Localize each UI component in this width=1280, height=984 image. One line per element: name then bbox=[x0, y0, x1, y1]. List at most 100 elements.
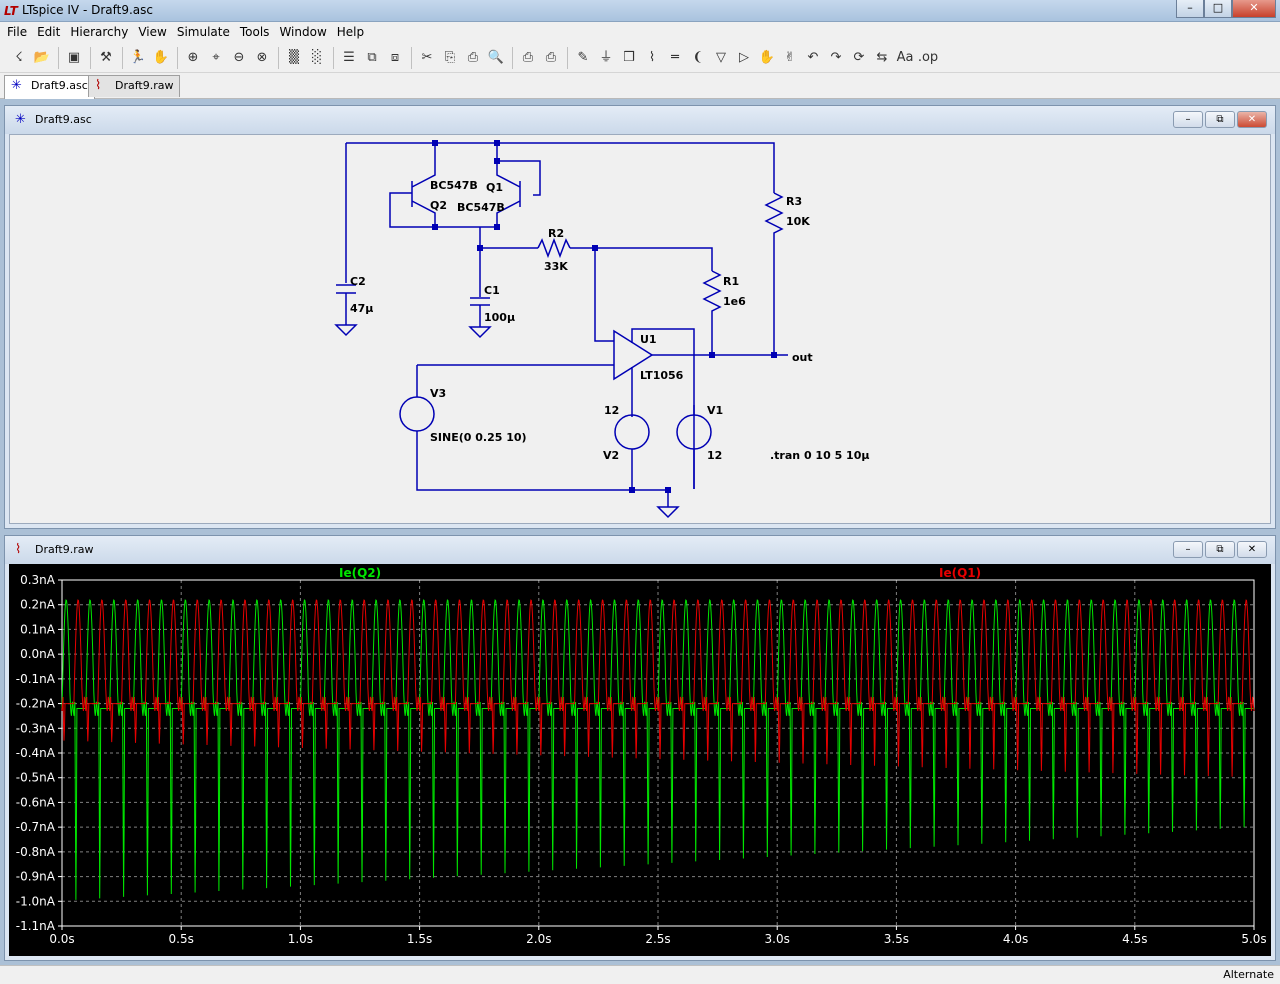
y-tick-label: -0.9nA bbox=[16, 870, 56, 884]
title-bar: LT LTspice IV - Draft9.asc – □ ✕ bbox=[0, 0, 1280, 22]
tab-bar: ✳ Draft9.asc ⌇ Draft9.raw bbox=[0, 73, 1280, 99]
status-text: Alternate bbox=[1223, 968, 1274, 981]
diode-icon[interactable]: ▽ bbox=[716, 49, 726, 65]
maximize-button[interactable]: □ bbox=[1204, 0, 1232, 18]
save-icon[interactable]: ▣ bbox=[67, 49, 81, 65]
new-schematic-icon[interactable]: ☇ bbox=[15, 49, 23, 65]
resistor-icon[interactable]: ⌇ bbox=[648, 49, 656, 65]
u1-model-label: LT1056 bbox=[640, 369, 684, 382]
r1-name-label: R1 bbox=[723, 275, 739, 288]
cut-icon[interactable]: ✂ bbox=[421, 49, 433, 65]
tab-draft9-asc[interactable]: ✳ Draft9.asc bbox=[4, 75, 95, 99]
ground-icon[interactable]: ⏚ bbox=[599, 49, 613, 65]
capacitor-icon[interactable]: ═ bbox=[671, 49, 679, 65]
q1-name-label: Q1 bbox=[486, 181, 503, 194]
halt-icon[interactable]: ✋ bbox=[152, 49, 170, 65]
x-tick-label: 5.0s bbox=[1241, 932, 1266, 946]
cascade-icon[interactable]: ⧉ bbox=[367, 49, 377, 65]
redo-icon[interactable]: ↷ bbox=[830, 49, 842, 65]
waveform-titlebar[interactable]: ⌇ Draft9.raw – ⧉ ✕ bbox=[5, 536, 1275, 564]
pan-icon[interactable]: ⌖ bbox=[212, 49, 220, 65]
v2-value-label: 12 bbox=[604, 404, 619, 417]
q1-model-label: BC547B bbox=[457, 201, 505, 214]
component-icon[interactable]: ▷ bbox=[739, 49, 749, 65]
c2-value-label: 47µ bbox=[350, 302, 373, 315]
spice-directive-icon[interactable]: .op bbox=[917, 49, 939, 65]
y-tick-label: -0.2nA bbox=[16, 697, 56, 711]
move-icon[interactable]: ✋ bbox=[758, 49, 776, 65]
schematic-close-button[interactable]: ✕ bbox=[1237, 111, 1267, 128]
inductor-icon[interactable]: ❨ bbox=[692, 49, 704, 65]
drag-icon[interactable]: ✌ bbox=[784, 49, 796, 65]
y-tick-label: -1.1nA bbox=[16, 919, 56, 933]
rotate-icon[interactable]: ⟳ bbox=[853, 49, 865, 65]
close-button[interactable]: ✕ bbox=[1232, 0, 1276, 18]
zoom-fit-icon[interactable]: ⊗ bbox=[256, 49, 268, 65]
schematic-icon: ✳ bbox=[15, 112, 26, 127]
x-tick-label: 1.0s bbox=[288, 932, 313, 946]
waveform-close-button[interactable]: ✕ bbox=[1237, 541, 1267, 558]
schematic-minimize-button[interactable]: – bbox=[1173, 111, 1203, 128]
window-title: LTspice IV - Draft9.asc bbox=[22, 3, 153, 17]
schematic-title: Draft9.asc bbox=[35, 113, 92, 126]
schematic-drawing: BC547B Q2 Q1 BC547B R2 33K R3 10K R1 1e6… bbox=[334, 140, 869, 519]
x-tick-label: 2.5s bbox=[645, 932, 670, 946]
x-tick-label: 0.0s bbox=[49, 932, 74, 946]
menu-edit[interactable]: Edit bbox=[37, 25, 61, 39]
menu-simulate[interactable]: Simulate bbox=[176, 25, 230, 39]
v2-name-label: V2 bbox=[603, 449, 619, 462]
menu-hierarchy[interactable]: Hierarchy bbox=[70, 25, 129, 39]
plot-canvas: 0.3nA0.2nA0.1nA0.0nA-0.1nA-0.2nA-0.3nA-0… bbox=[16, 566, 1267, 946]
control-panel-icon[interactable]: ⚒ bbox=[100, 49, 112, 65]
minimize-button[interactable]: – bbox=[1176, 0, 1204, 18]
label-net-icon[interactable]: ❒ bbox=[623, 49, 635, 65]
menu-window[interactable]: Window bbox=[279, 25, 327, 39]
zoom-out-icon[interactable]: ⊖ bbox=[233, 49, 245, 65]
wire-icon[interactable]: ✎ bbox=[577, 49, 589, 65]
menu-file[interactable]: File bbox=[7, 25, 28, 39]
y-tick-label: -0.4nA bbox=[16, 746, 56, 760]
legend-ie-q1: Ie(Q1) bbox=[939, 566, 981, 580]
open-folder-icon[interactable]: 📂 bbox=[33, 49, 51, 65]
c1-value-label: 100µ bbox=[484, 311, 515, 324]
mirror-icon[interactable]: ⇆ bbox=[876, 49, 888, 65]
tile-vertical-icon[interactable]: ⧈ bbox=[390, 49, 400, 65]
x-tick-label: 2.0s bbox=[526, 932, 551, 946]
waveform-title: Draft9.raw bbox=[35, 543, 94, 556]
undo-icon[interactable]: ↶ bbox=[807, 49, 819, 65]
split-icon[interactable]: ░ bbox=[312, 49, 322, 65]
autorange-icon[interactable]: ▒ bbox=[289, 49, 299, 65]
print-icon[interactable]: ⎙ bbox=[545, 49, 557, 65]
tile-horizontal-icon[interactable]: ☰ bbox=[343, 49, 355, 65]
y-tick-label: -0.3nA bbox=[16, 721, 56, 735]
text-icon[interactable]: Aa bbox=[896, 49, 914, 65]
r3-value-label: 10K bbox=[786, 215, 810, 228]
x-tick-label: 3.0s bbox=[765, 932, 790, 946]
legend-ie-q2: Ie(Q2) bbox=[339, 566, 381, 580]
series-line-ie-q1 bbox=[61, 599, 1255, 777]
menu-tools[interactable]: Tools bbox=[239, 25, 270, 39]
paste-icon[interactable]: ⎙ bbox=[467, 49, 479, 65]
menu-view[interactable]: View bbox=[138, 25, 167, 39]
y-tick-label: -0.1nA bbox=[16, 672, 56, 686]
find-icon[interactable]: 🔍 bbox=[487, 49, 505, 65]
waveform-restore-button[interactable]: ⧉ bbox=[1205, 541, 1235, 558]
x-tick-label: 4.0s bbox=[1003, 932, 1028, 946]
status-bar: Alternate bbox=[0, 965, 1280, 984]
y-tick-label: -1.0nA bbox=[16, 894, 56, 908]
out-net-label: out bbox=[792, 351, 813, 364]
schematic-titlebar[interactable]: ✳ Draft9.asc – ⧉ ✕ bbox=[5, 106, 1275, 134]
spice-directive[interactable]: .tran 0 10 5 10µ bbox=[770, 449, 869, 462]
tab-draft9-raw[interactable]: ⌇ Draft9.raw bbox=[88, 75, 181, 97]
x-tick-label: 4.5s bbox=[1122, 932, 1147, 946]
menu-help[interactable]: Help bbox=[336, 25, 365, 39]
schematic-restore-button[interactable]: ⧉ bbox=[1205, 111, 1235, 128]
copy-icon[interactable]: ⎘ bbox=[444, 49, 456, 65]
schematic-canvas[interactable]: BC547B Q2 Q1 BC547B R2 33K R3 10K R1 1e6… bbox=[9, 134, 1271, 524]
print-setup-icon[interactable]: ⎙ bbox=[522, 49, 534, 65]
run-icon[interactable]: 🏃 bbox=[129, 49, 147, 65]
q2-name-label: Q2 bbox=[430, 199, 447, 212]
waveform-minimize-button[interactable]: – bbox=[1173, 541, 1203, 558]
zoom-in-icon[interactable]: ⊕ bbox=[187, 49, 199, 65]
